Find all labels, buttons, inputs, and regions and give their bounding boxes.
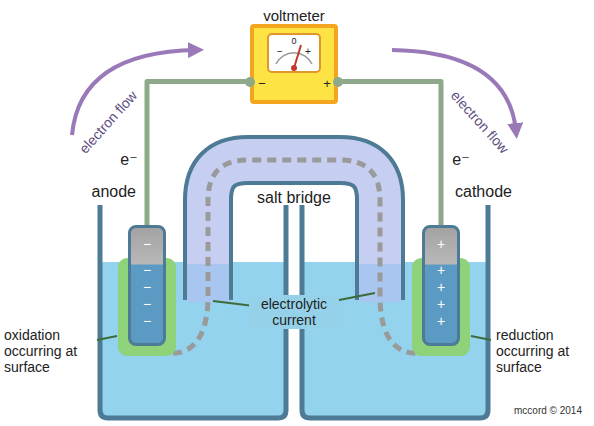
node-heading: anode — [92, 183, 137, 201]
callout-label: reduction occurring at surface — [496, 327, 590, 375]
current-path — [158, 160, 430, 353]
charge-sign: − — [143, 279, 151, 295]
credit-note: mccord © 2014 — [514, 405, 582, 417]
wire — [338, 82, 441, 225]
terminal-sign: − — [258, 77, 266, 92]
charge-sign: + — [437, 279, 445, 295]
callout-label: oxidation occurring at surface — [4, 327, 96, 375]
electron-flow-arrow — [392, 50, 516, 131]
charge-sign: + — [437, 236, 445, 252]
salt-bridge: salt bridge — [186, 137, 402, 302]
charge-sign: − — [143, 296, 151, 312]
dial-mark: 0 — [291, 36, 296, 46]
charge-sign: + — [437, 262, 445, 278]
node-heading: voltmeter — [263, 8, 325, 25]
charge-sign: + — [437, 313, 445, 329]
node-heading: salt bridge — [257, 189, 331, 207]
charge-sign: + — [437, 296, 445, 312]
salt-bridge-fill — [208, 160, 380, 302]
electron-symbol: e⁻ — [452, 151, 469, 169]
electron-flow-label: electron flow — [448, 87, 513, 156]
node-heading: cathode — [455, 183, 512, 201]
callout-label: electrolytic current — [249, 295, 339, 329]
electron-symbol: e⁻ — [120, 151, 137, 169]
terminal-sign: + — [323, 77, 331, 92]
charge-sign: − — [143, 236, 151, 252]
wire — [147, 82, 250, 225]
charge-sign: − — [143, 313, 151, 329]
dial-mark: − — [277, 46, 283, 58]
dial-mark: + — [305, 46, 311, 58]
charge-sign: − — [143, 262, 151, 278]
